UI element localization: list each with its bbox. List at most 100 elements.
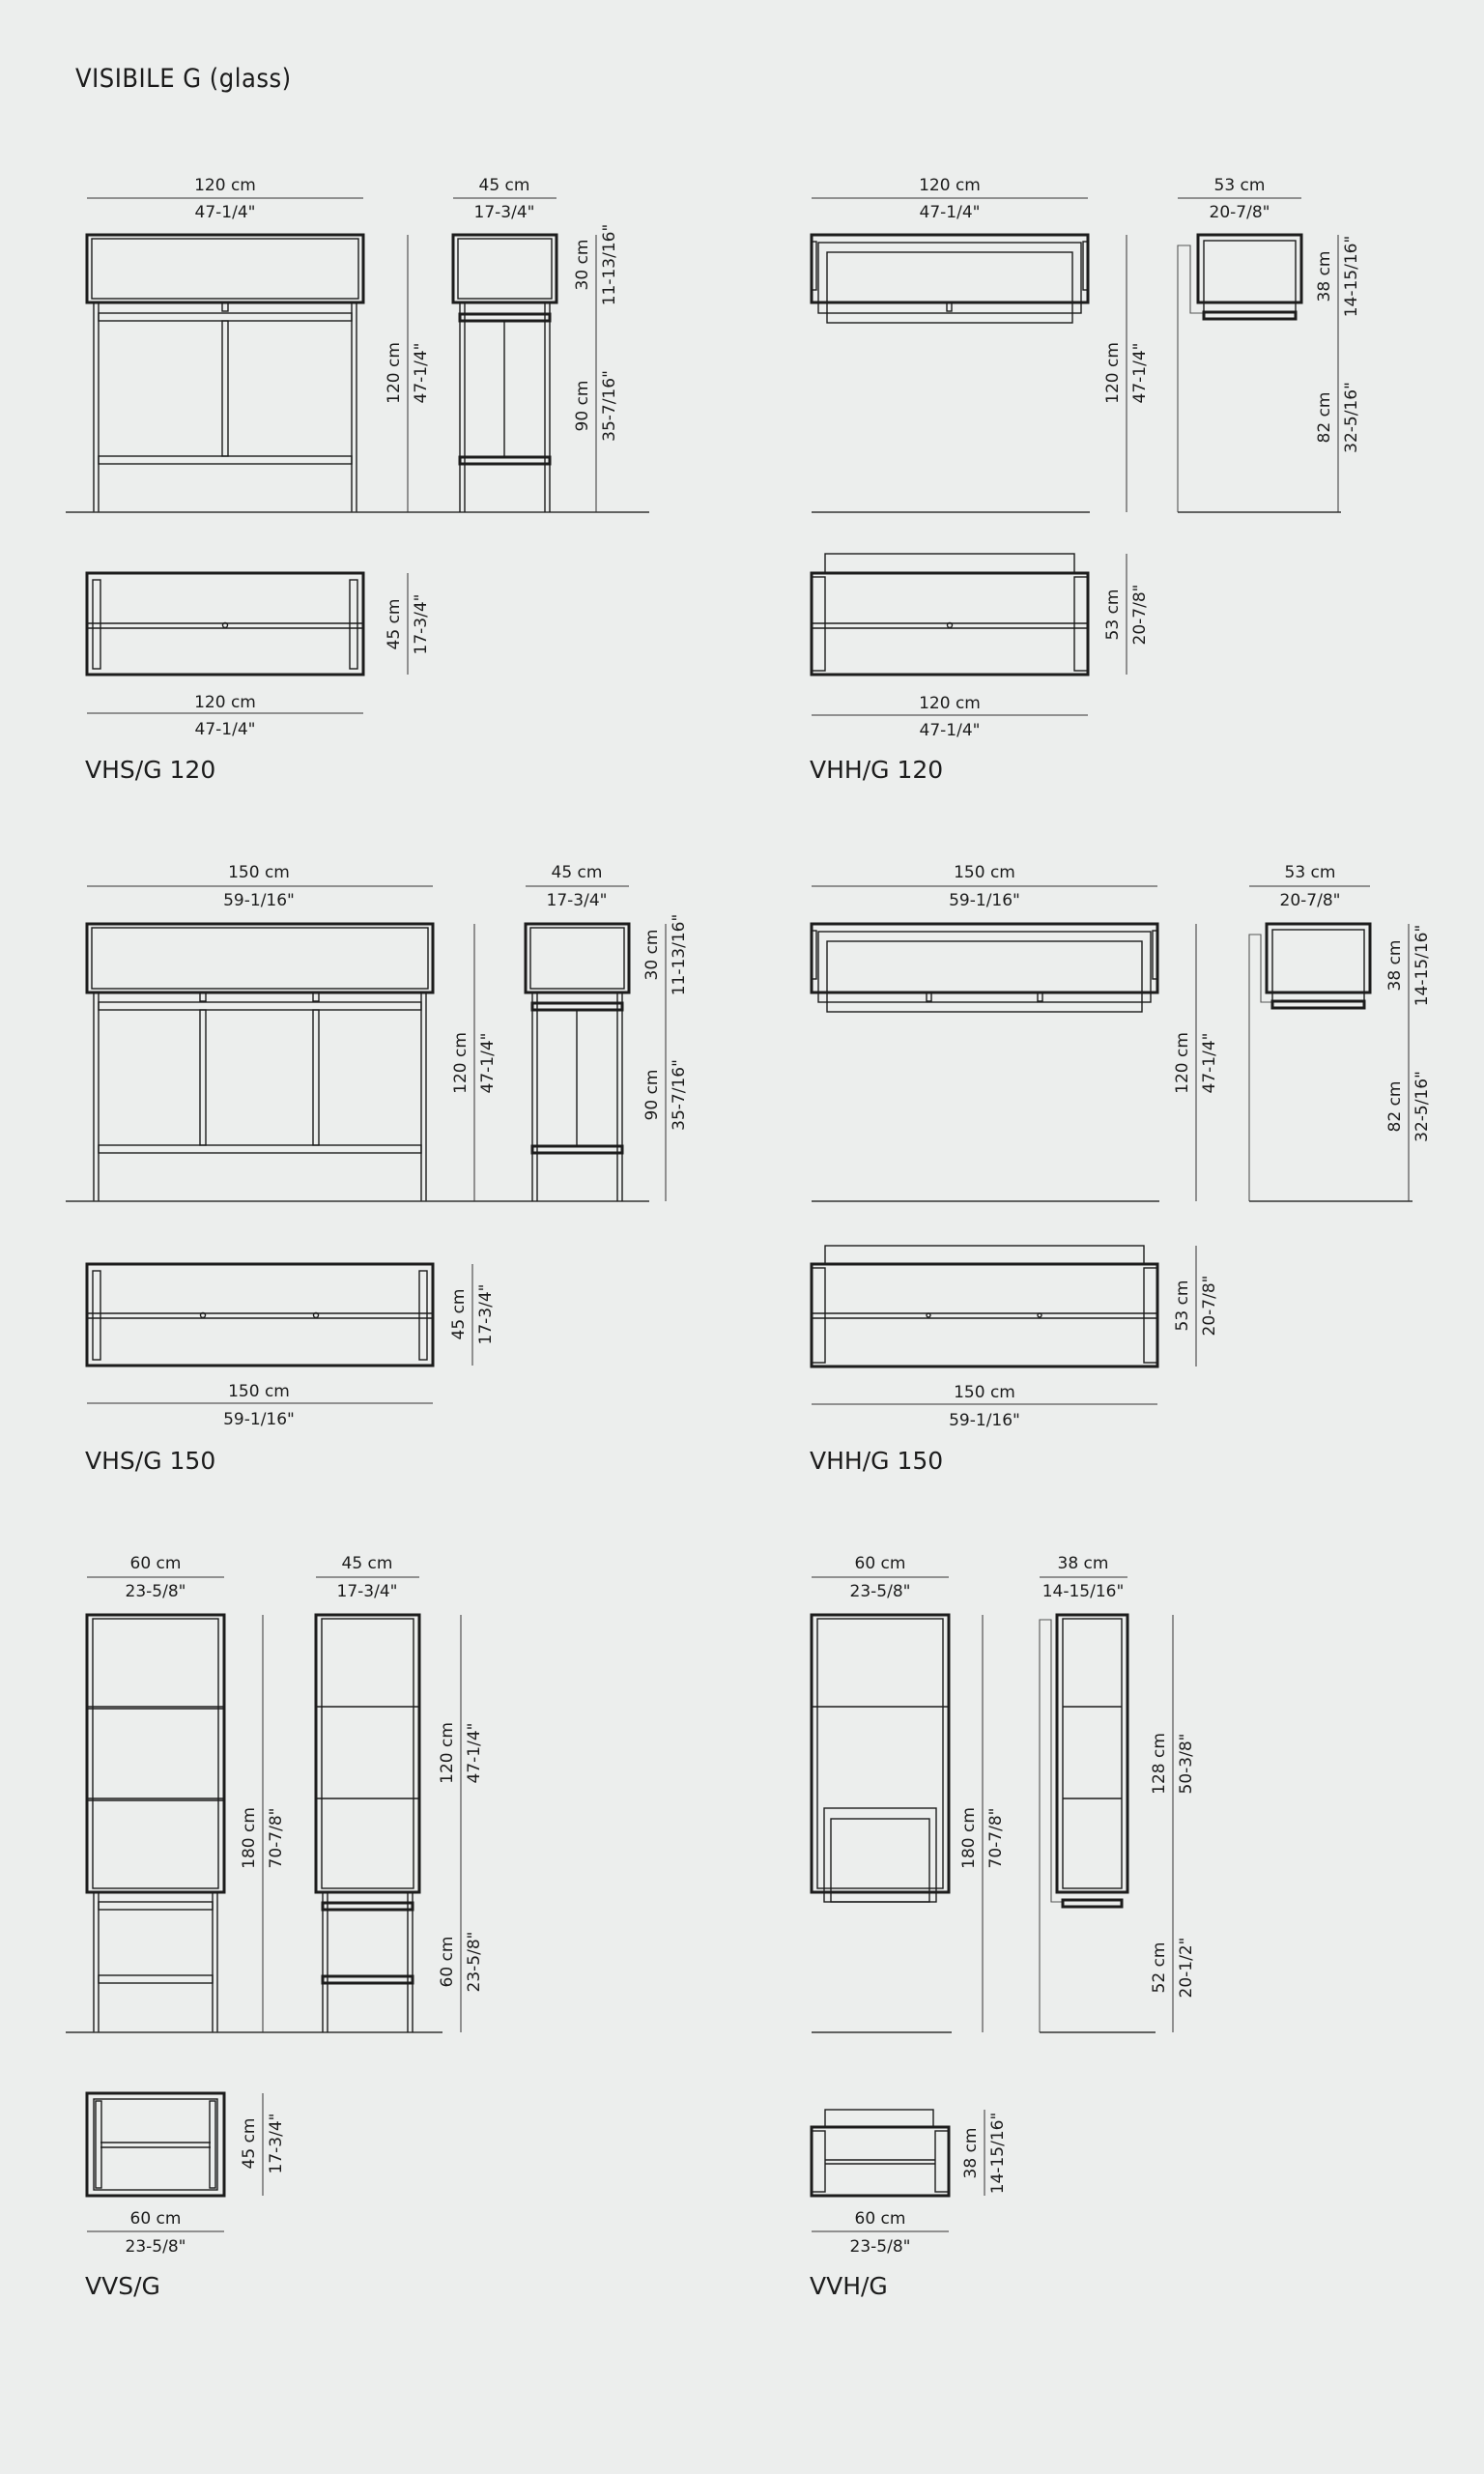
- vhs120-top-view: [85, 571, 365, 676]
- vhs120-front-width-in: 47-1/4": [195, 203, 256, 222]
- vvs-side-lower-in: 23-5/8": [465, 1932, 484, 1993]
- vhh120-top-depth-in: 20-7/8": [1130, 585, 1150, 646]
- vvh-front-view: [810, 1613, 951, 1903]
- vhs120-top-depth-in: 17-3/4": [412, 594, 431, 655]
- vhh120-front-width-cm: 120 cm: [919, 176, 981, 195]
- vvh-side-upper-in: 50-3/8": [1177, 1734, 1196, 1795]
- vhh120-side-depth-in: 20-7/8": [1210, 203, 1270, 222]
- vhh150-side-depth-cm: 53 cm: [1285, 863, 1336, 882]
- vvs-side-view: [314, 1613, 421, 2032]
- vvs-dimension-lines: [87, 1576, 462, 2232]
- vhs150-side-depth-cm: 45 cm: [552, 863, 603, 882]
- vhh120-top-depth-cm: 53 cm: [1103, 590, 1123, 641]
- vhs150-front-height-cm: 120 cm: [451, 1032, 471, 1094]
- vvh-model-name: VVH/G: [810, 2272, 888, 2300]
- vhh120-side-view: [1177, 233, 1303, 512]
- vhs150-side-depth-in: 17-3/4": [547, 891, 608, 910]
- vhh120-front-view: [810, 233, 1090, 324]
- vhs150-side-lower-cm: 90 cm: [642, 1070, 662, 1121]
- vhs150-side-view: [524, 922, 631, 1201]
- vhs120-side-upper-in: 11-13/16": [600, 224, 619, 306]
- vvh-dimension-lines: [812, 1576, 1174, 2232]
- vhs150-top-depth-cm: 45 cm: [449, 1289, 469, 1340]
- vhh150-side-upper-in: 14-15/16": [1413, 925, 1432, 1007]
- vhs120-side-depth-cm: 45 cm: [479, 176, 530, 195]
- vvs-front-width-in: 23-5/8": [126, 1582, 186, 1601]
- vhs150-model-name: VHS/G 150: [85, 1447, 215, 1475]
- vhh150-front-height-in: 47-1/4": [1200, 1033, 1219, 1094]
- vhh150-front-view: [810, 922, 1159, 1013]
- vhs150-dimension-lines: [87, 885, 667, 1404]
- vhh120-top-width-cm: 120 cm: [919, 694, 981, 713]
- vvh-side-depth-in: 14-15/16": [1042, 1582, 1125, 1601]
- vhs120-front-width-cm: 120 cm: [194, 176, 256, 195]
- vvs-side-lower-cm: 60 cm: [438, 1937, 457, 1988]
- vvs-side-upper-cm: 120 cm: [438, 1722, 457, 1784]
- vhs120-front-view: [85, 233, 365, 512]
- vvh-side-view: [1039, 1613, 1129, 2032]
- model-vhh150: 150 cm 59-1/16" 53 cm 20-7/8" 120 cm 47-…: [810, 863, 1432, 1475]
- vhs150-front-width-cm: 150 cm: [228, 863, 290, 882]
- vhs120-model-name: VHS/G 120: [85, 756, 215, 784]
- vhh120-side-depth-cm: 53 cm: [1214, 176, 1266, 195]
- vhs150-front-height-in: 47-1/4": [478, 1033, 498, 1094]
- page-title: VISIBILE G (glass): [75, 64, 292, 94]
- vhs120-side-lower-cm: 90 cm: [573, 381, 592, 432]
- vvs-front-width-cm: 60 cm: [130, 1554, 182, 1573]
- vhh150-top-width-cm: 150 cm: [954, 1383, 1015, 1402]
- vvs-top-width-cm: 60 cm: [130, 2209, 182, 2229]
- vhs150-side-upper-in: 11-13/16": [670, 914, 689, 996]
- vhh150-side-lower-cm: 82 cm: [1385, 1081, 1405, 1133]
- vhh120-top-view: [810, 553, 1090, 676]
- vhh150-front-width-cm: 150 cm: [954, 863, 1015, 882]
- vhh150-front-width-in: 59-1/16": [949, 891, 1020, 910]
- vhs150-side-lower-in: 35-7/16": [670, 1059, 689, 1131]
- vvs-front-height-in: 70-7/8": [267, 1808, 286, 1869]
- vvs-top-view: [85, 2091, 226, 2198]
- vvs-front-height-cm: 180 cm: [240, 1807, 259, 1869]
- vvs-side-depth-cm: 45 cm: [342, 1554, 393, 1573]
- vvh-side-depth-cm: 38 cm: [1058, 1554, 1109, 1573]
- vvh-side-lower-in: 20-1/2": [1177, 1938, 1196, 1999]
- vvh-side-upper-cm: 128 cm: [1150, 1733, 1169, 1795]
- model-vhs150: 150 cm 59-1/16" 45 cm 17-3/4" 120 cm 47-…: [66, 863, 689, 1475]
- vvs-front-view: [85, 1613, 226, 2032]
- vvh-side-lower-cm: 52 cm: [1150, 1942, 1169, 1994]
- vhh120-top-width-in: 47-1/4": [920, 721, 981, 740]
- model-vvs: 60 cm 23-5/8" 45 cm 17-3/4" 180 cm 70-7/…: [66, 1554, 484, 2300]
- vhh150-top-view: [810, 1245, 1159, 1368]
- vhs150-front-view: [85, 922, 435, 1201]
- vvs-top-depth-in: 17-3/4": [267, 2114, 286, 2174]
- vvs-side-depth-in: 17-3/4": [337, 1582, 398, 1601]
- vhh120-side-upper-in: 14-15/16": [1342, 236, 1361, 318]
- vhh150-front-height-cm: 120 cm: [1173, 1032, 1192, 1094]
- vhs150-side-upper-cm: 30 cm: [642, 930, 662, 981]
- vhh150-top-width-in: 59-1/16": [949, 1411, 1020, 1430]
- vvh-top-depth-cm: 38 cm: [961, 2128, 981, 2179]
- vhs150-top-depth-in: 17-3/4": [476, 1284, 496, 1345]
- vvh-front-height-cm: 180 cm: [959, 1807, 979, 1869]
- vhs150-top-width-cm: 150 cm: [228, 1382, 290, 1401]
- vvh-top-width-cm: 60 cm: [855, 2209, 906, 2229]
- vhs120-top-width-cm: 120 cm: [194, 693, 256, 712]
- vhh150-model-name: VHH/G 150: [810, 1447, 943, 1475]
- vvs-side-upper-in: 47-1/4": [465, 1723, 484, 1784]
- vvh-front-width-cm: 60 cm: [855, 1554, 906, 1573]
- vvh-top-view: [810, 2109, 951, 2198]
- vhs150-top-view: [85, 1262, 435, 1367]
- vhh150-top-depth-in: 20-7/8": [1200, 1276, 1219, 1337]
- vhs150-top-width-in: 59-1/16": [223, 1410, 295, 1429]
- vvs-top-width-in: 23-5/8": [126, 2237, 186, 2257]
- vhs120-top-depth-cm: 45 cm: [385, 599, 404, 650]
- vvs-top-depth-cm: 45 cm: [240, 2118, 259, 2170]
- vhh120-front-height-cm: 120 cm: [1103, 342, 1123, 404]
- model-vhh120: 120 cm 47-1/4" 53 cm 20-7/8" 120 cm 47-1…: [810, 176, 1361, 784]
- vhh120-model-name: VHH/G 120: [810, 756, 943, 784]
- vhs120-side-depth-in: 17-3/4": [474, 203, 535, 222]
- model-vvh: 60 cm 23-5/8" 38 cm 14-15/16" 180 cm 70-…: [810, 1554, 1196, 2300]
- vvh-front-width-in: 23-5/8": [850, 1582, 911, 1601]
- vhh150-side-depth-in: 20-7/8": [1280, 891, 1341, 910]
- vvh-top-depth-in: 14-15/16": [988, 2113, 1008, 2195]
- vhs120-dimension-lines: [87, 197, 597, 714]
